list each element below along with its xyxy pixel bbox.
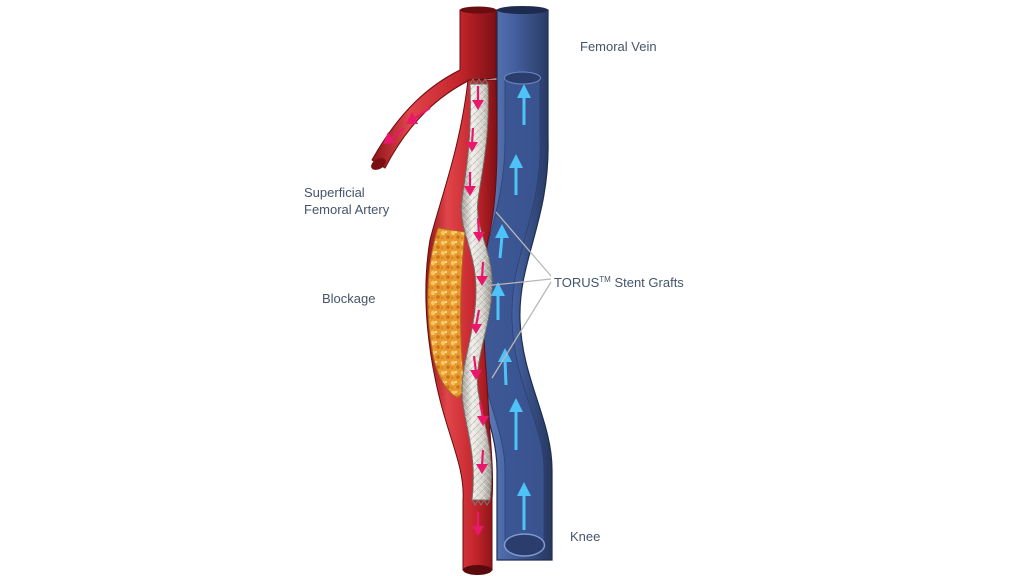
pink-down-arrow-icon <box>472 86 484 110</box>
blue-up-arrow-icon <box>517 482 531 530</box>
arterial-flow-arrows <box>383 86 489 536</box>
pink-down-arrow-icon <box>477 401 489 426</box>
stent-graft-leader-lines <box>483 211 552 379</box>
stent-grafts-rest: Stent Grafts <box>610 275 684 290</box>
knee-label: Knee <box>570 529 601 544</box>
blue-up-arrow-icon <box>509 154 523 195</box>
pink-down-arrow-icon <box>476 261 488 286</box>
femoral-vein-label: Femoral Vein <box>580 39 657 54</box>
blockage-plaque <box>427 227 467 399</box>
blue-up-arrow-icon <box>509 398 523 450</box>
blockage-label: Blockage <box>322 291 376 306</box>
pink-down-arrow-icon <box>473 217 485 242</box>
sfa-label-line-2: Femoral Artery <box>304 202 390 217</box>
pink-down-arrow-icon <box>472 512 484 536</box>
pink-branch-arrow-icon <box>406 107 431 124</box>
pink-down-arrow-icon <box>466 127 478 152</box>
pink-branch-arrow-icon <box>383 127 405 144</box>
leader-line <box>483 278 552 287</box>
leader-line <box>495 211 552 277</box>
pink-down-arrow-icon <box>470 309 482 334</box>
superficial-femoral-artery-label: Superficial Femoral Artery <box>304 184 389 218</box>
trademark-symbol: TM <box>599 275 611 284</box>
femoral-vein <box>466 6 553 561</box>
pink-down-arrow-icon <box>470 355 482 380</box>
stent-grafts-name: TORUS <box>554 275 600 290</box>
leader-line <box>491 281 552 379</box>
torus-stent-grafts-label: TORUSTM Stent Grafts <box>554 271 684 291</box>
pink-down-arrow-icon <box>464 172 476 196</box>
sfa-label-line-1: Superficial <box>304 185 365 200</box>
blue-up-arrow-icon <box>491 282 505 320</box>
pink-down-arrow-icon <box>476 449 488 474</box>
blue-up-arrow-icon <box>517 84 531 125</box>
blue-up-arrow-icon <box>498 348 512 386</box>
blue-up-arrow-icon <box>495 224 509 259</box>
venous-flow-arrows <box>491 84 531 530</box>
